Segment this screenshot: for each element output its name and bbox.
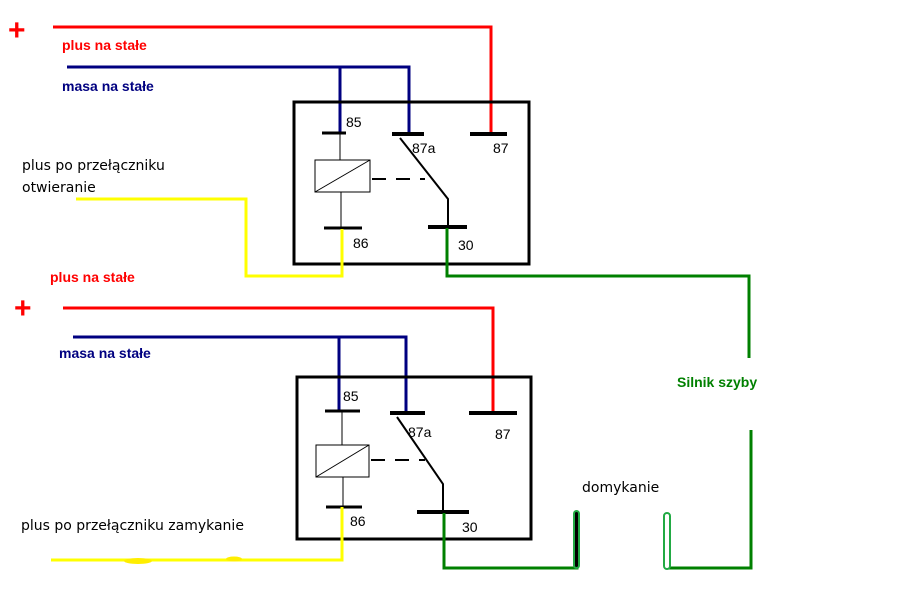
pin-87-label: 87 (495, 426, 511, 442)
pin-30-label: 30 (458, 237, 474, 253)
ground-wire-top (67, 65, 411, 134)
pin-85-label: 85 (346, 114, 362, 130)
plus-label-top: plus na stałe (62, 37, 147, 53)
coil-diagonal (315, 444, 370, 478)
pin-30-label: 30 (462, 519, 478, 535)
switch-label-close: plus po przełączniku zamykanie (21, 518, 244, 534)
motor-label: Silnik szyby (677, 374, 757, 390)
coil-diagonal (314, 159, 371, 193)
relay-top: + plus na stałe masa na stałe 85 86 87a … (8, 14, 751, 358)
pin-86-label: 86 (350, 513, 366, 529)
limit-switch-label: domykanie (582, 480, 659, 496)
pin-87a-label: 87a (412, 140, 436, 156)
plus-symbol-icon: + (14, 292, 32, 325)
switch-arm (399, 137, 449, 227)
ground-label-bottom: masa na stałe (59, 345, 151, 361)
relay-housing-top (292, 100, 531, 266)
motor-circuit: Silnik szyby domykanie (573, 374, 757, 570)
relay-bottom: plus na stałe + masa na stałe 85 86 87a … (14, 269, 579, 570)
pin-86-label: 86 (353, 235, 369, 251)
pin-87-label: 87 (493, 140, 509, 156)
wire-splice-mark (124, 558, 152, 564)
switch-wire-open (76, 197, 344, 278)
switch-arm (396, 416, 444, 512)
motor-wire-top (445, 228, 751, 358)
plus-symbol-icon: + (8, 14, 26, 47)
relay-housing-bottom (295, 375, 533, 541)
plus-label-bottom: plus na stałe (50, 269, 135, 285)
plus-wire-top (53, 25, 493, 134)
switch-label-open-line1: plus po przełączniku (22, 158, 165, 174)
motor-return-wire (668, 430, 753, 570)
ground-wire-bottom (73, 335, 408, 413)
switch-label-open-line2: otwieranie (22, 180, 96, 196)
pin-85-label: 85 (343, 388, 359, 404)
limit-switch-contact-closed (573, 510, 580, 569)
limit-switch-contact-open (663, 512, 671, 570)
wire-splice-mark (226, 556, 242, 562)
ground-label-top: masa na stałe (62, 78, 154, 94)
pin-87a-label: 87a (408, 424, 432, 440)
